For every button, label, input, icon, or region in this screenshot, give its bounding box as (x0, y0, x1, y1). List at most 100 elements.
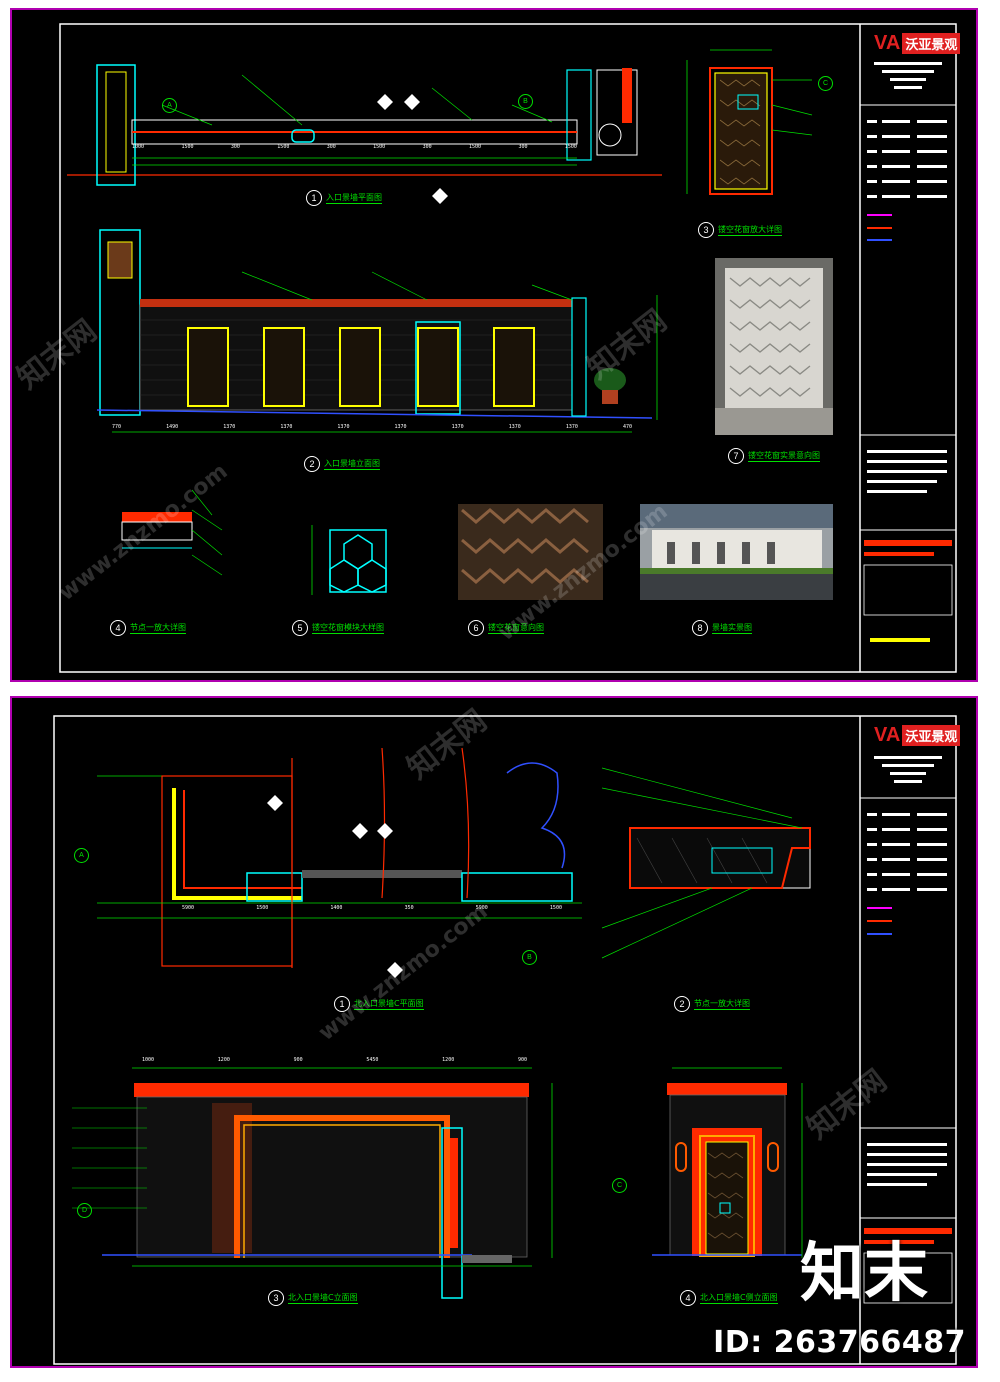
module-view-5 (311, 525, 387, 595)
image-id-label: ID: 263766487 (713, 1325, 966, 1360)
view-label-8: 8 景墙实景图 (692, 620, 752, 636)
dimension-text: 1370 (565, 424, 578, 430)
dimension-text: 1500 (564, 144, 577, 150)
site-logo: 知末 (800, 1237, 928, 1311)
drawing-sheet-1: VA 沃亚景观 1 入口景墙平面图 2 入口景墙立面图 3 镂空花窗放大详图 4… (10, 8, 978, 682)
dimension-text: 5450 (366, 1057, 379, 1063)
view-label-3: 3 镂空花窗放大详图 (698, 222, 782, 238)
dimension-text: 1000 (142, 1057, 155, 1063)
view-label-2: 2 入口景墙立面图 (304, 456, 380, 472)
view-title: 北入口景墙C侧立面图 (700, 1293, 778, 1304)
view-title: 镂空花窗意向图 (488, 623, 544, 634)
dimension-text: 1370 (337, 424, 350, 430)
view-title: 北入口景墙C平面图 (354, 999, 424, 1010)
view-number: 6 (468, 620, 484, 636)
node-detail-view-c2 (601, 767, 811, 959)
dimension-text: 1370 (223, 424, 236, 430)
elevation-dimensions: 770 1490 1370 1370 1370 1370 1370 1370 1… (112, 424, 632, 430)
view-label-c3: 3 北入口景墙C立面图 (268, 1290, 358, 1306)
title-block-2 (860, 756, 956, 1304)
view-number: 4 (110, 620, 126, 636)
view-number: 8 (692, 620, 708, 636)
sheet-1-canvas (59, 23, 957, 673)
dimension-text: 1500 (549, 905, 562, 911)
dimension-text: 300 (230, 144, 240, 150)
view-number: 1 (306, 190, 322, 206)
elevation-view-c3 (72, 1067, 553, 1299)
view-label-6: 6 镂空花窗意向图 (468, 620, 544, 636)
dimension-text: 1500 (256, 905, 269, 911)
section-tag: B (522, 950, 537, 965)
section-tag: A (74, 848, 89, 863)
company-logo: VA 沃亚景观 (874, 724, 961, 747)
photo-view-6 (458, 504, 603, 600)
view-title: 节点一放大详图 (694, 999, 750, 1010)
company-logo: VA 沃亚景观 (874, 32, 961, 55)
section-tag: B (518, 94, 533, 109)
view-title: 景墙实景图 (712, 623, 752, 634)
dimension-text: 1200 (217, 1057, 230, 1063)
view-title: 北入口景墙C立面图 (288, 1293, 358, 1304)
view-number: 2 (674, 996, 690, 1012)
view-label-4: 4 节点一放大详图 (110, 620, 186, 636)
view-number: 2 (304, 456, 320, 472)
section-tag: A (162, 98, 177, 113)
plan-view-1 (67, 64, 662, 204)
logo-text: 沃亚景观 (902, 33, 961, 54)
node-detail-view-4 (121, 489, 223, 576)
view-title: 镂空花窗实景意向图 (748, 451, 820, 462)
plan-dimensions: 1000 1500 300 1500 300 1500 300 1500 300… (132, 144, 577, 150)
dimension-text: 300 (518, 144, 528, 150)
title-block-1 (860, 62, 956, 642)
plan-dimensions: 5900 1500 1400 350 5900 1500 (182, 905, 562, 911)
section-tag: D (77, 1203, 92, 1218)
dimension-text: 5900 (182, 905, 195, 911)
dimension-text: 1400 (330, 905, 343, 911)
view-number: 4 (680, 1290, 696, 1306)
logo-text: 沃亚景观 (902, 725, 961, 746)
dimension-text: 1370 (451, 424, 464, 430)
dimension-text: 1200 (442, 1057, 455, 1063)
dimension-text: 300 (326, 144, 336, 150)
sheet-2-canvas (53, 715, 957, 1365)
view-title: 镂空花窗模块大样图 (312, 623, 384, 634)
dimension-text: 1370 (508, 424, 521, 430)
view-label-1: 1 入口景墙平面图 (306, 190, 382, 206)
elevation-view-2 (96, 229, 658, 433)
elevation-dimensions: 1000 1200 900 5450 1200 900 (142, 1057, 527, 1063)
dimension-text: 1370 (394, 424, 407, 430)
logo-mark: VA (874, 32, 901, 54)
view-title: 入口景墙平面图 (326, 193, 382, 204)
view-label-c2: 2 节点一放大详图 (674, 996, 750, 1012)
plan-view-c1 (97, 747, 582, 978)
dimension-text: 1490 (166, 424, 179, 430)
dimension-text: 470 (622, 424, 632, 430)
view-title: 入口景墙立面图 (324, 459, 380, 470)
view-title: 镂空花窗放大详图 (718, 225, 782, 236)
dimension-text: 900 (517, 1057, 527, 1063)
dimension-text: 1500 (373, 144, 386, 150)
dimension-text: 1500 (277, 144, 290, 150)
dimension-text: 5900 (475, 905, 488, 911)
view-number: 5 (292, 620, 308, 636)
dimension-text: 900 (293, 1057, 303, 1063)
dimension-text: 1370 (280, 424, 293, 430)
view-label-c4: 4 北入口景墙C侧立面图 (680, 1290, 778, 1306)
dimension-text: 1500 (181, 144, 194, 150)
view-number: 3 (698, 222, 714, 238)
view-number: 1 (334, 996, 350, 1012)
view-title: 节点一放大详图 (130, 623, 186, 634)
dimension-text: 1000 (132, 144, 145, 150)
view-label-c1: 1 北入口景墙C平面图 (334, 996, 424, 1012)
logo-mark: VA (874, 724, 901, 746)
side-elevation-view-c4 (652, 1067, 803, 1258)
view-number: 7 (728, 448, 744, 464)
photo-view-8 (640, 504, 833, 600)
dimension-text: 300 (422, 144, 432, 150)
section-tag: C (818, 76, 833, 91)
dimension-text: 770 (112, 424, 122, 430)
view-number: 3 (268, 1290, 284, 1306)
dimension-text: 350 (404, 905, 414, 911)
panel-detail-view-3 (686, 49, 813, 195)
view-label-7: 7 镂空花窗实景意向图 (728, 448, 820, 464)
